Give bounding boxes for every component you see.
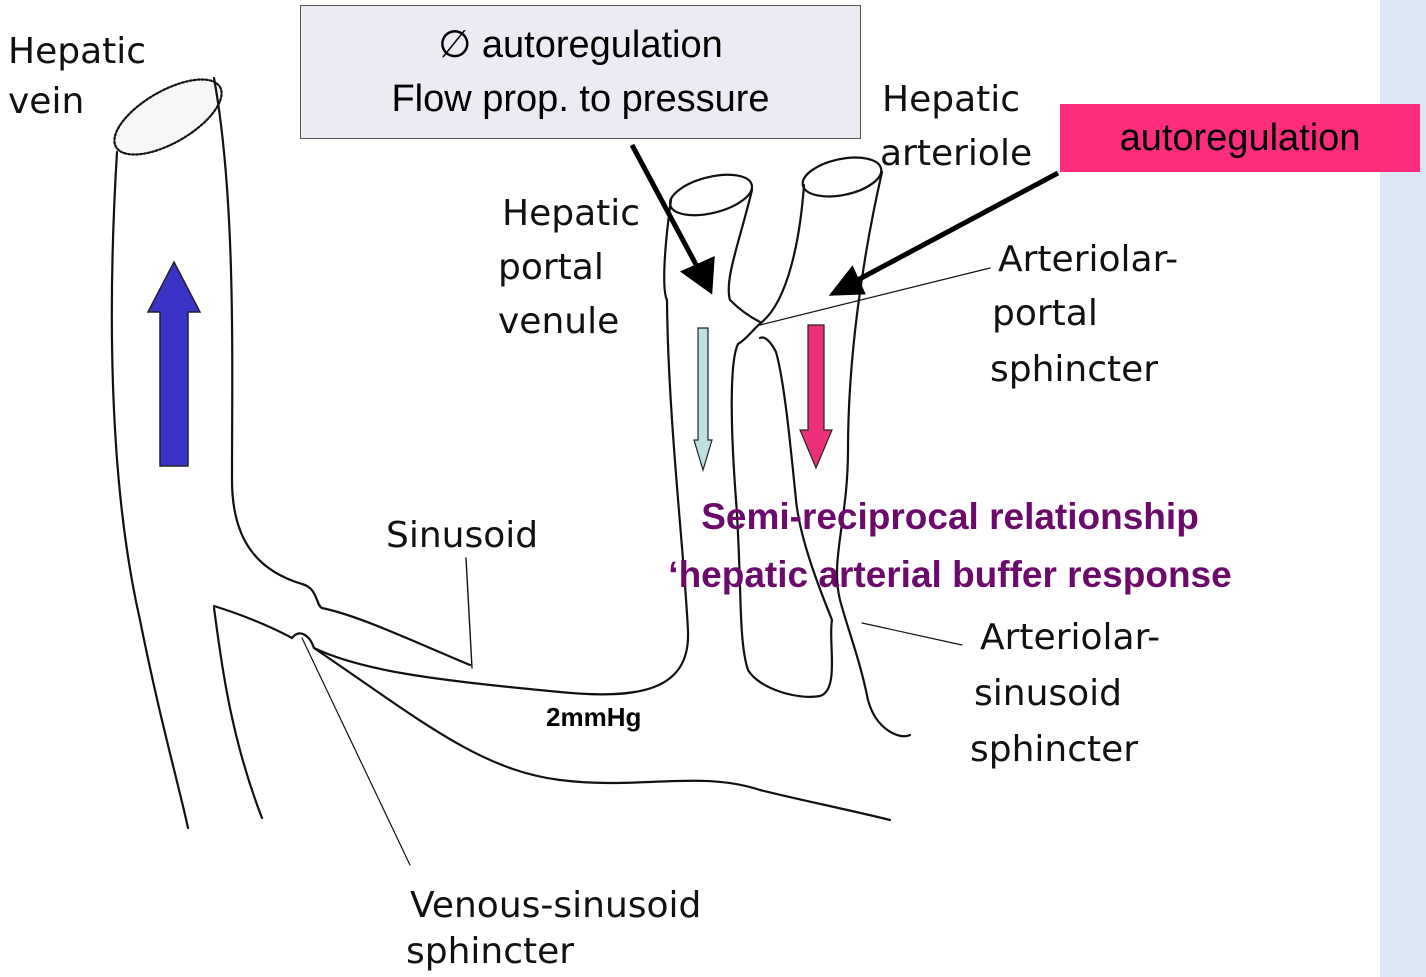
arteriolar-sinusoid-sphincter-label-line2: sinusoid xyxy=(974,672,1122,716)
hepatic-vein-label-line2: vein xyxy=(8,80,84,124)
hepatic-vein-left-wall xyxy=(112,152,188,828)
no-autoregulation-callout: ∅ autoregulation Flow prop. to pressure xyxy=(300,5,861,139)
arteriolar-portal-sphincter-label-line2: portal xyxy=(992,292,1098,336)
portal-venule-label-line3: venule xyxy=(498,300,619,344)
arteriolar-sinusoid-leader xyxy=(862,623,962,645)
sinusoid-label: Sinusoid xyxy=(386,514,538,558)
flow-pressure-text: Flow prop. to pressure xyxy=(301,72,860,126)
hepatic-vein-label-line1: Hepatic xyxy=(8,30,146,74)
hepatic-vein-right-wall xyxy=(214,78,470,665)
portal-venule-label-line1: Hepatic xyxy=(502,192,640,236)
pink-down-arrow-icon xyxy=(800,325,832,468)
hepatic-arteriole-label-line1: Hepatic xyxy=(882,78,1020,122)
sinusoid-leader xyxy=(466,558,472,668)
sinusoid-pressure-value: 2mmHg xyxy=(546,702,641,733)
portal-venule-opening xyxy=(666,167,756,222)
arteriolar-portal-sphincter-label-line1: Arteriolar- xyxy=(998,238,1178,282)
semi-reciprocal-text: Semi-reciprocal relationship xyxy=(540,496,1360,538)
arteriolar-portal-leader xyxy=(760,268,990,325)
venous-sinusoid-sphincter-label-line2: sphincter xyxy=(406,930,574,974)
buffer-response-text: ‘hepatic arterial buffer response xyxy=(540,554,1360,596)
hepatic-arteriole-label-line2: arteriole xyxy=(880,132,1032,176)
blue-up-arrow-icon xyxy=(148,262,200,466)
portal-venule-label-line2: portal xyxy=(498,246,604,290)
arteriolar-sinusoid-sphincter-label-line3: sphincter xyxy=(970,728,1138,772)
hepatic-vein-inner-wall xyxy=(214,608,262,818)
arteriole-opening xyxy=(799,151,885,203)
autoregulation-callout: autoregulation xyxy=(1060,104,1420,172)
portal-venule-right-wall xyxy=(729,190,760,322)
no-autoregulation-text: ∅ autoregulation xyxy=(301,18,860,72)
arteriolar-portal-sphincter-label-line3: sphincter xyxy=(990,348,1158,392)
arteriolar-sinusoid-sphincter-label-line1: Arteriolar- xyxy=(980,616,1160,660)
arterial-callout-arrowhead xyxy=(834,270,862,293)
venous-sinusoid-sphincter-label-line1: Venous-sinusoid xyxy=(410,884,701,928)
portal-callout-arrowhead xyxy=(685,260,712,290)
light-blue-down-arrow-icon xyxy=(694,328,712,470)
